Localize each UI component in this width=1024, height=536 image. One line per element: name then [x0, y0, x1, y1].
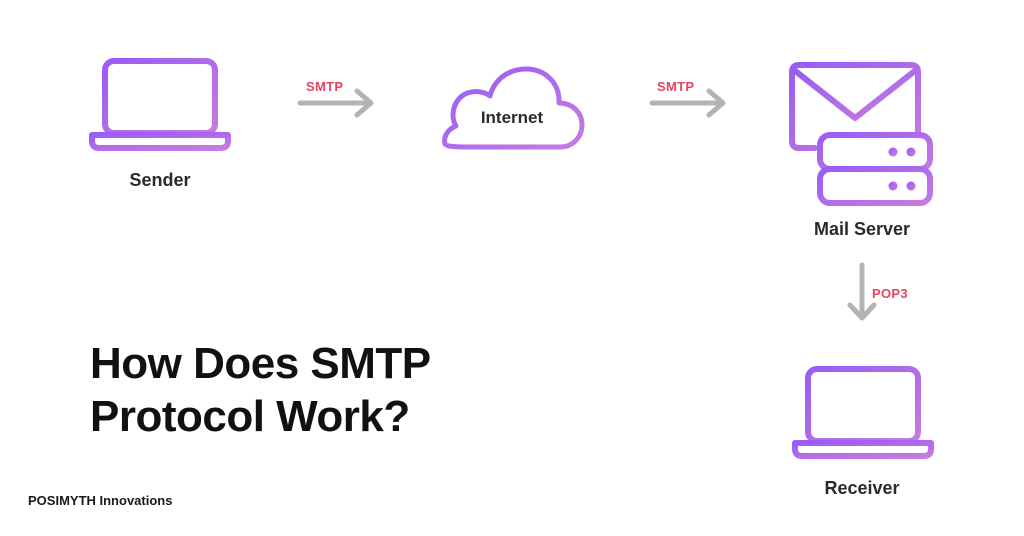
- receiver-label: Receiver: [824, 478, 900, 498]
- mail-server-label: Mail Server: [813, 219, 911, 239]
- edge-label-pop3: POP3: [872, 286, 908, 301]
- page-title-line-1: How Does SMTP: [90, 339, 431, 388]
- receiver-laptop-icon: [792, 366, 934, 459]
- edge-label-smtp-2: SMTP: [657, 79, 695, 94]
- server-led-dots: [888, 147, 916, 191]
- edge-label-smtp-1: SMTP: [306, 79, 344, 94]
- arrow-sender-to-internet: [297, 88, 374, 118]
- page-title-line-2: Protocol Work?: [90, 391, 410, 441]
- mail-server-icon: [789, 62, 933, 206]
- arrow-internet-to-mail-server: [649, 88, 726, 118]
- internet-cloud-icon: [442, 66, 585, 150]
- page-title: How Does SMTP Protocol Work?: [90, 338, 431, 444]
- internet-label: Internet: [480, 108, 544, 127]
- sender-laptop-icon: [89, 58, 231, 151]
- sender-label: Sender: [129, 170, 191, 190]
- arrow-mail-server-to-receiver: [847, 262, 877, 321]
- brand-credit: POSIMYTH Innovations: [28, 493, 173, 508]
